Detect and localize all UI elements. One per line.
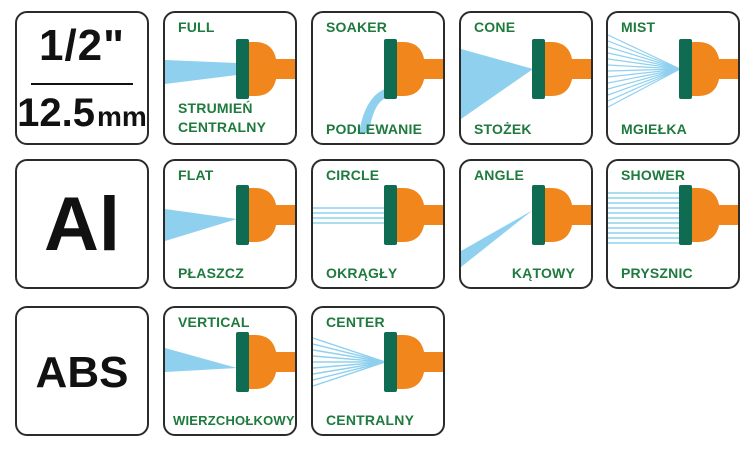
nozzle-face [532,185,545,245]
spray-line [313,361,386,375]
spray-line [608,68,681,78]
pattern-name-en: CONE [474,19,516,35]
spray-stream [359,89,387,133]
spray-line [313,361,386,369]
pattern-name-en: CIRCLE [326,167,380,183]
spray-pattern-icon [165,332,295,392]
nozzle-face [236,332,249,392]
pattern-name-pl: PODLEWANIE [326,121,423,137]
nozzle-head [690,188,720,242]
spray-pattern-icon [461,185,591,267]
nozzle-head [247,42,277,96]
nozzle-head [395,335,425,389]
spray-pattern-icon [165,39,295,99]
spray-jet [461,210,533,267]
nozzle-face [532,39,545,99]
material-text: Al [44,182,120,267]
pattern-name-en: MIST [621,19,656,35]
nozzle-head [543,42,573,96]
spray-line [608,68,681,96]
size-fraction: 1/2" [38,21,126,70]
nozzle-tile-angle: ANGLE KĄTOWY [459,159,593,289]
spray-pattern-icon [313,185,443,245]
nozzle-tile-vertical: VERTICAL WIERZCHOŁKOWY [163,306,297,436]
nozzle-face [679,39,692,99]
spray-pattern-icon [313,332,443,392]
spray-pattern-icon [608,185,738,245]
nozzle-tile-soaker: SOAKER PODLEWANIE [311,11,445,145]
pattern-name-pl: WIERZCHOŁKOWY [173,413,295,428]
pattern-name-en: CENTER [326,314,385,330]
spray-pattern-icon [359,39,443,133]
spray-fan [165,209,237,241]
pattern-name-pl: PRYSZNIC [621,265,693,281]
material-text: ABS [35,348,129,397]
spray-pattern-icon [608,34,738,108]
spray-line [608,58,681,70]
spray-line [608,68,681,72]
nozzle-head [543,188,573,242]
nozzle-face [679,185,692,245]
nozzle-face [384,185,397,245]
spray-stream [165,348,237,372]
nozzle-head [395,188,425,242]
nozzle-tile-shower: SHOWER PRYSZNIC [606,159,740,289]
spray-line [608,68,681,102]
spray-line [313,355,386,363]
nozzle-tile-cone: CONE STOŻEK [459,11,593,145]
spray-line [608,40,681,70]
spray-line [313,337,386,363]
nozzle-tile-center: CENTER CENTRALNY [311,306,445,436]
size-metric-unit: mm [97,101,147,132]
size-separator [31,83,133,85]
nozzle-head [395,42,425,96]
pattern-name-en: ANGLE [474,167,524,183]
size-metric-value: 12.5 [17,91,96,135]
spray-line [608,34,681,70]
nozzle-tile-flat: FLAT PŁASZCZ [163,159,297,289]
spray-line [313,349,386,363]
size-metric: 12.5mm [17,91,147,136]
spray-line [608,68,681,90]
spray-line [313,361,386,387]
spray-cone [461,49,533,119]
spray-pattern-icon [461,39,591,119]
pattern-name-pl: PŁASZCZ [178,265,244,281]
nozzle-tile-mist: MIST MGIEŁKA [606,11,740,145]
size-tile: 1/2" 12.5mm [15,11,149,145]
nozzle-head [690,42,720,96]
spray-line [313,361,386,381]
pattern-name-en: SHOWER [621,167,686,183]
material-tile-abs: ABS [15,306,149,436]
spray-line [608,68,681,84]
nozzle-face [384,39,397,99]
nozzle-head [247,188,277,242]
pattern-name-en: SOAKER [326,19,388,35]
nozzle-face [236,39,249,99]
pattern-name-en: FULL [178,19,215,35]
spray-line [608,68,681,108]
nozzle-tile-circle: CIRCLE OKRĄGŁY [311,159,445,289]
pattern-name-pl: OKRĄGŁY [326,265,398,281]
pattern-name-en: VERTICAL [178,314,250,330]
nozzle-head [247,335,277,389]
spray-line [608,64,681,70]
pattern-name-en: FLAT [178,167,214,183]
spray-line [608,46,681,70]
material-tile-aluminium: Al [15,159,149,289]
nozzle-face [236,185,249,245]
pattern-name-pl: KĄTOWY [511,265,575,281]
spray-stream [165,60,237,84]
spray-line [608,52,681,70]
nozzle-face [384,332,397,392]
pattern-name-pl: STOŻEK [474,121,532,137]
pattern-name-pl: CENTRALNY [326,412,415,428]
pattern-name-pl: MGIEŁKA [621,121,687,137]
spray-line [313,343,386,363]
spray-pattern-icon [165,185,295,245]
